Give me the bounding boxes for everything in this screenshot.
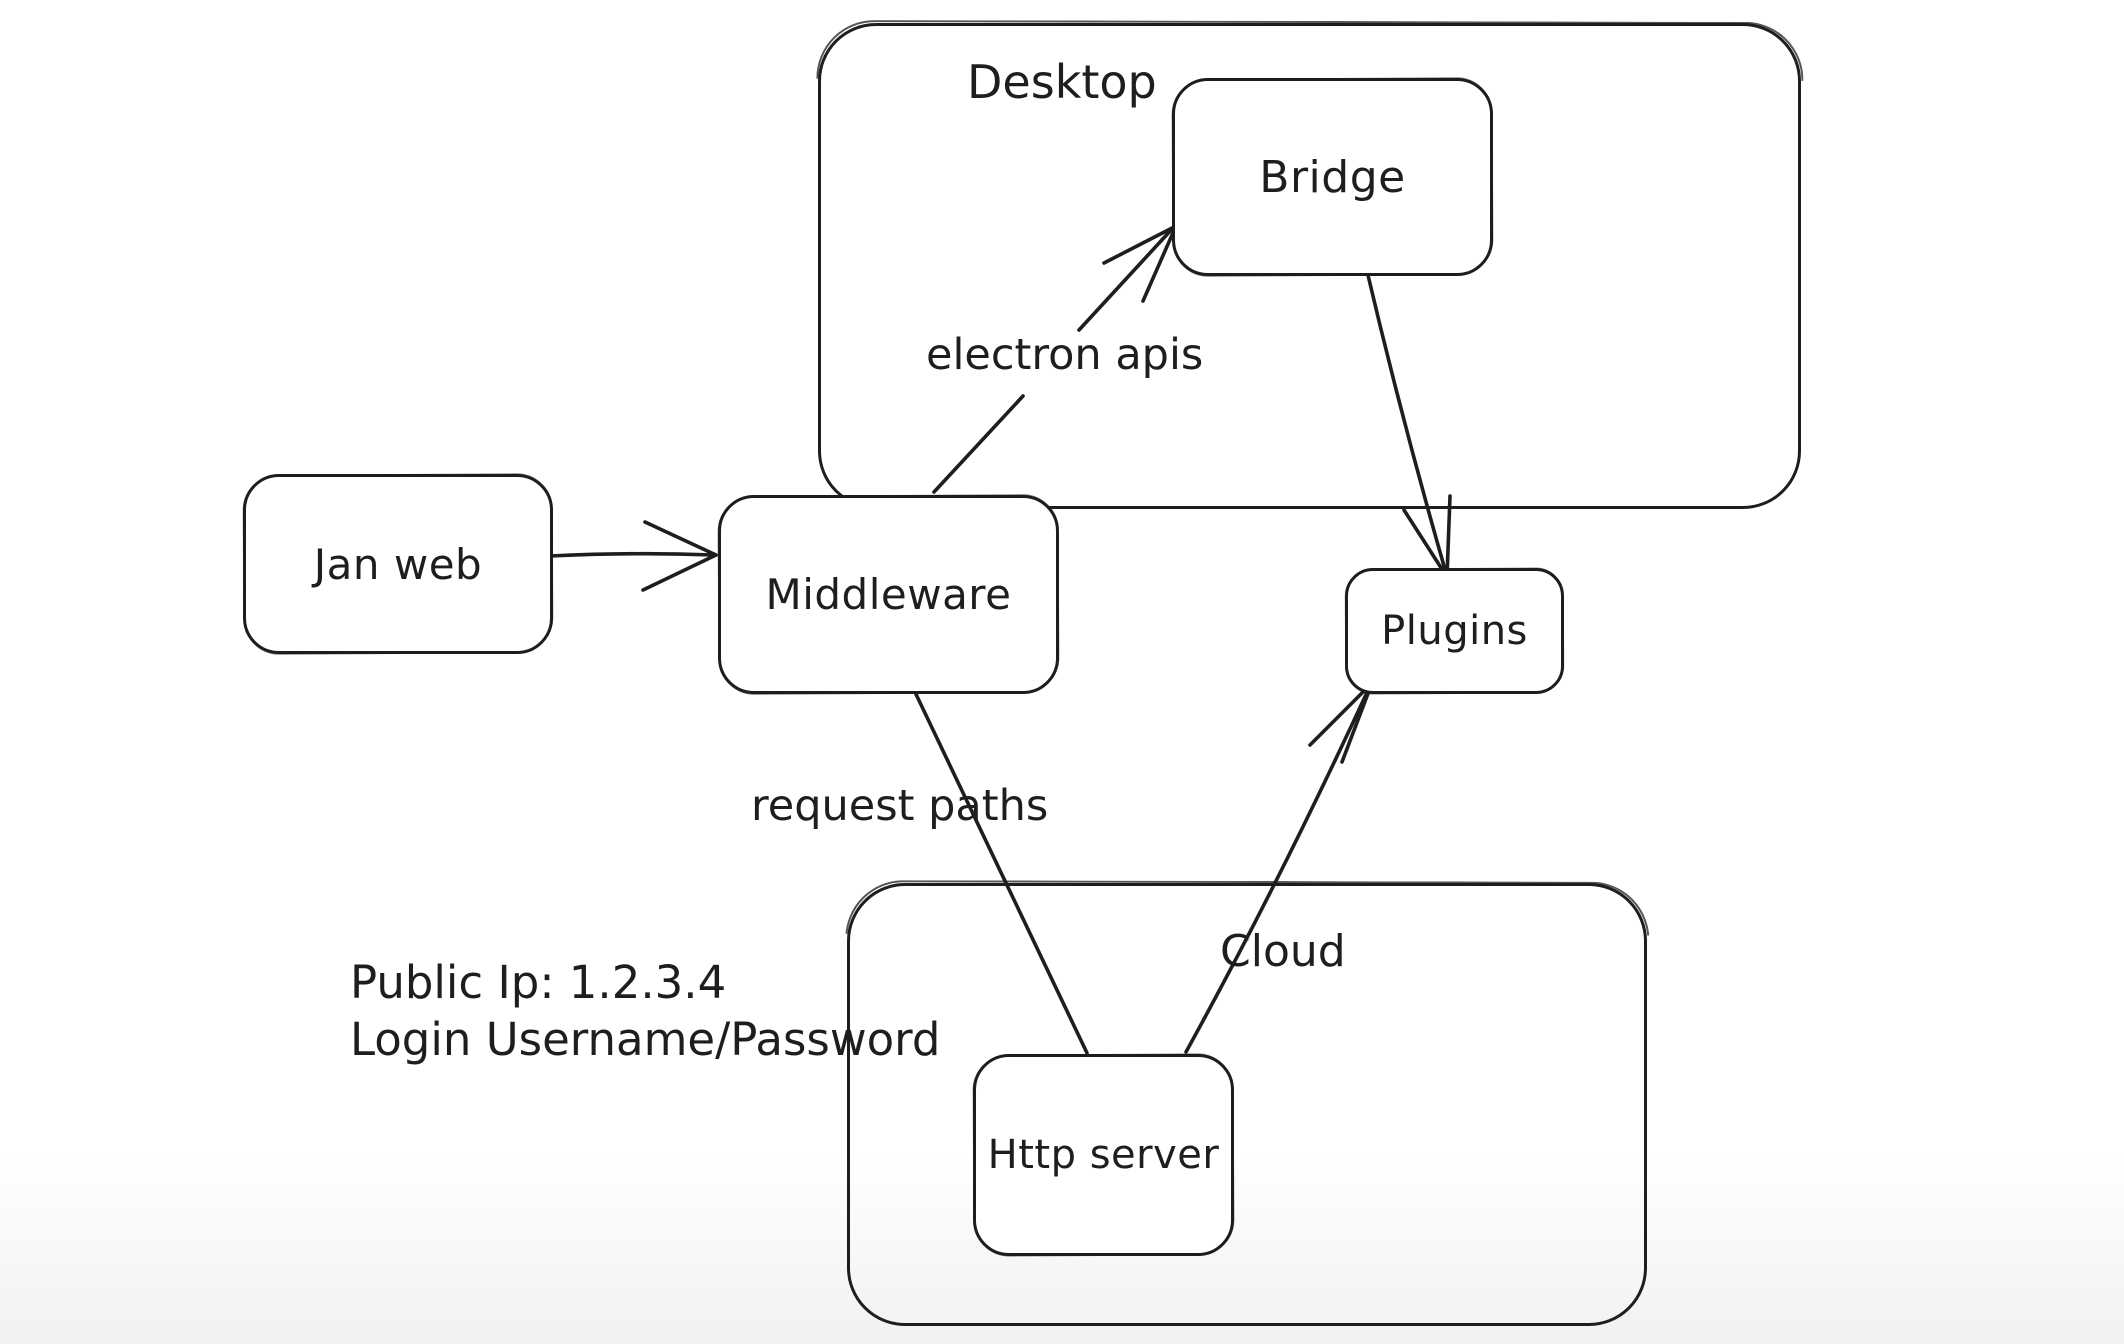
node-jan-web[interactable]: Jan web: [243, 474, 553, 654]
edge-middleware-to-bridge[interactable]: [932, 224, 1178, 494]
edge-middleware-to-http-server[interactable]: [912, 688, 1089, 1055]
edge-label-request-paths[interactable]: request paths: [751, 781, 1049, 831]
cloud-container-label: Cloud: [1220, 926, 1346, 977]
edge-http-server-to-plugins[interactable]: [1184, 681, 1374, 1054]
http-server-label: Http server: [987, 1132, 1220, 1178]
edge-jan-web-to-middleware[interactable]: [548, 520, 718, 592]
public-ip-text: Public Ip: 1.2.3.4: [350, 956, 727, 1009]
desktop-container-label: Desktop: [967, 55, 1157, 109]
node-plugins[interactable]: Plugins: [1345, 568, 1564, 694]
credentials-annotation[interactable]: Public Ip: 1.2.3.4 Login Username/Passwo…: [350, 954, 940, 1068]
login-text: Login Username/Password: [350, 1013, 941, 1066]
jan-web-label: Jan web: [313, 539, 483, 589]
bridge-label: Bridge: [1259, 151, 1406, 203]
edge-bridge-to-plugins[interactable]: [1365, 269, 1452, 579]
plugins-label: Plugins: [1381, 608, 1528, 654]
node-bridge[interactable]: Bridge: [1172, 78, 1493, 276]
desktop-container[interactable]: [818, 23, 1801, 509]
node-http-server[interactable]: Http server: [973, 1054, 1234, 1256]
cloud-container[interactable]: [847, 883, 1647, 1326]
edge-label-electron-apis[interactable]: electron apis: [926, 330, 1204, 380]
middleware-label: Middleware: [765, 570, 1012, 619]
node-middleware[interactable]: Middleware: [718, 495, 1059, 694]
